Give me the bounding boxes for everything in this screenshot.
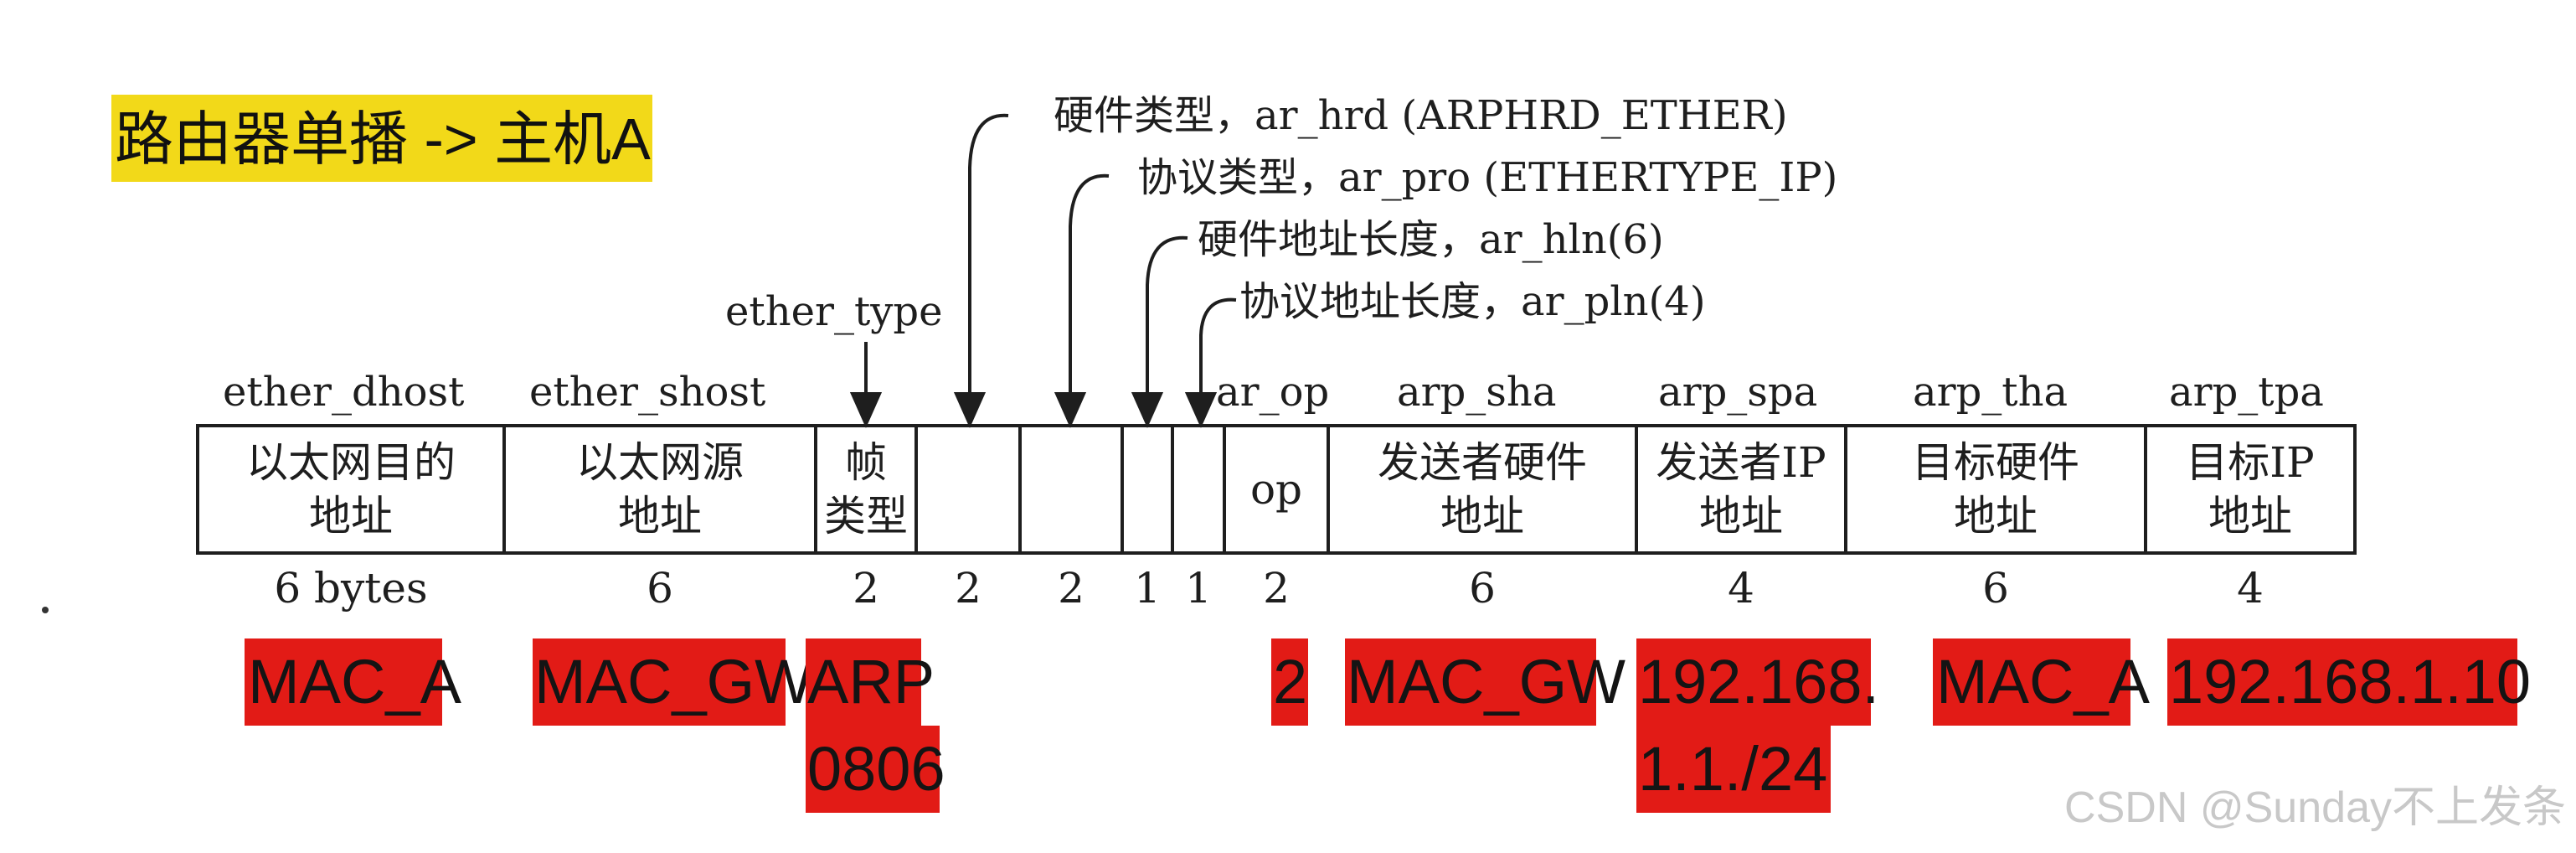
protocol-type-label: 协议类型，ar_pro (ETHERTYPE_IP)	[1137, 154, 1838, 201]
value-highlight	[806, 638, 921, 726]
hardware-length-label: 硬件地址长度，ar_hln(6)	[1198, 216, 1664, 263]
cell-arp-tha: 目标硬件 地址	[1846, 426, 2146, 553]
size-arp-tha: 6	[1982, 564, 2009, 613]
value-sender-ip-cont: 1.1./24	[1638, 734, 1828, 804]
value-src-mac: MAC_GW	[534, 647, 813, 716]
field-name-arp-tha: arp_tha	[1913, 369, 2069, 416]
size-arp-tpa: 4	[2237, 564, 2264, 613]
cell-label: 地址	[1954, 492, 2038, 540]
value-highlight	[1271, 638, 1308, 726]
size-ether-shost: 6	[647, 564, 673, 613]
value-dest-mac: MAC_A	[248, 647, 461, 716]
size-hardware-type: 2	[955, 564, 981, 613]
field-name-ether-dhost: ether_dhost	[223, 369, 465, 416]
stray-dot	[42, 607, 49, 613]
cell-label: 目标硬件	[1912, 438, 2079, 487]
value-highlight	[245, 638, 442, 726]
cell-label: 地址	[1699, 492, 1783, 540]
cell-label: 类型	[824, 492, 908, 540]
cell-ether-shost: 以太网源 地址	[504, 426, 816, 553]
value-highlight	[2167, 638, 2517, 726]
cell-label: 发送者IP	[1656, 438, 1826, 487]
size-arp-sha: 6	[1469, 564, 1496, 613]
size-hardware-length: 1	[1134, 564, 1161, 613]
value-highlight	[806, 726, 940, 813]
ether-type-label: ether_type	[725, 288, 943, 335]
value-highlight	[1345, 638, 1596, 726]
cell-ether-dhost: 以太网目的 地址	[198, 426, 504, 553]
cell-arp-tpa: 目标IP 地址	[2146, 426, 2355, 553]
field-name-arp-tpa: arp_tpa	[2169, 369, 2324, 416]
cell-label: 帧	[845, 438, 887, 487]
cell-label: 以太网源	[576, 438, 744, 487]
size-ether-dhost: 6 bytes	[274, 564, 428, 613]
size-frame-type: 2	[853, 564, 879, 613]
page-title: 路由器单播 -> 主机A	[115, 106, 651, 172]
value-sender-mac: MAC_GW	[1347, 647, 1625, 716]
field-name-arp-spa: arp_spa	[1658, 369, 1818, 416]
cell-frame-type: 帧 类型	[816, 426, 916, 553]
value-frame-type-code: 0806	[807, 734, 945, 804]
cell-label: 发送者硬件	[1378, 438, 1587, 487]
value-highlight	[533, 638, 786, 726]
value-target-mac: MAC_A	[1936, 647, 2150, 716]
size-protocol-length: 1	[1185, 564, 1212, 613]
hardware-type-label: 硬件类型，ar_hrd (ARPHRD_ETHER)	[1054, 92, 1788, 139]
cell-label: 地址	[618, 492, 702, 540]
size-op: 2	[1263, 564, 1290, 613]
value-highlight	[1636, 638, 1871, 726]
cell-label: 目标IP	[2186, 438, 2315, 487]
cell-label: 以太网目的	[246, 438, 456, 487]
value-op: 2	[1273, 647, 1308, 716]
cell-op: op	[1224, 426, 1328, 553]
cell-label: 地址	[309, 492, 393, 540]
value-highlight	[1933, 638, 2130, 726]
packet-table-frame	[196, 424, 2357, 555]
value-highlight	[1636, 726, 1831, 813]
cell-arp-spa: 发送者IP 地址	[1636, 426, 1846, 553]
cell-label: op	[1249, 465, 1303, 514]
cell-arp-sha: 发送者硬件 地址	[1328, 426, 1636, 553]
cell-label: 地址	[1440, 492, 1524, 540]
size-arp-spa: 4	[1728, 564, 1754, 613]
field-name-ar-op: ar_op	[1216, 369, 1330, 416]
cell-label: 地址	[2208, 492, 2292, 540]
value-sender-ip: 192.168.	[1638, 647, 1880, 716]
value-frame-type: ARP	[807, 647, 935, 716]
size-protocol-type: 2	[1058, 564, 1084, 613]
field-name-ether-shost: ether_shost	[529, 369, 766, 416]
field-name-arp-sha: arp_sha	[1397, 369, 1557, 416]
title-highlight	[111, 95, 652, 182]
value-target-ip: 192.168.1.10	[2169, 647, 2532, 716]
watermark: CSDN @Sunday不上发条	[2064, 783, 2566, 832]
protocol-length-label: 协议地址长度，ar_pln(4)	[1239, 278, 1706, 325]
